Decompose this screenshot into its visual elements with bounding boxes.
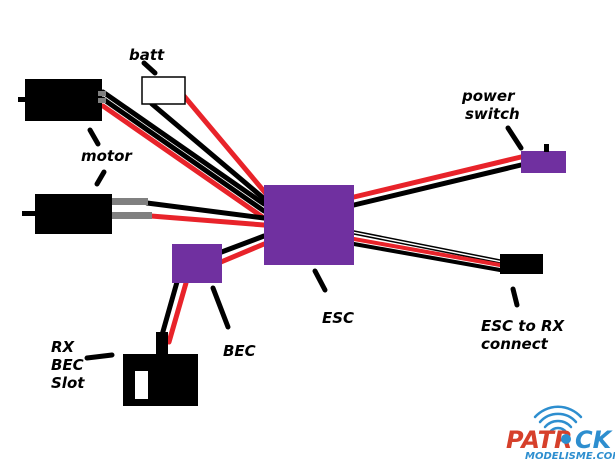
motor2-red-wire — [148, 213, 267, 228]
rx-connect-leader — [510, 286, 520, 308]
bec-block — [172, 244, 222, 283]
esc-rx-label-line2: connect — [481, 335, 549, 353]
motor-top-body — [25, 79, 102, 121]
motor1-black-wire — [100, 89, 267, 207]
esc-leader — [312, 268, 328, 293]
bec-label: BEC — [223, 342, 256, 360]
motor-bottom-lead-gray-2 — [112, 212, 152, 219]
batt-black-wire — [149, 101, 271, 205]
esc-block — [264, 185, 354, 265]
rx-connector-pin — [156, 332, 168, 354]
power-switch-label-line1: power — [461, 87, 516, 105]
motor-bottom-shaft — [22, 211, 36, 216]
rxlead-red-wire — [352, 237, 502, 267]
batt-leader — [141, 60, 158, 76]
motor-bottom-lead-gray — [112, 198, 148, 205]
rxlead-white-wire — [353, 230, 501, 261]
switch-red-wire — [351, 154, 524, 200]
rx-label-line2: BEC — [51, 356, 84, 374]
switch-leader — [505, 125, 524, 151]
components — [18, 76, 566, 406]
batt-red-wire — [181, 93, 271, 199]
bec-leader — [210, 285, 231, 330]
rx-receiver-body — [123, 354, 198, 406]
power-switch-knob — [544, 144, 549, 152]
esc-rx-label-line1: ESC to RX — [481, 317, 566, 335]
rx-bec-slot — [135, 371, 148, 399]
bec-black-wire — [216, 233, 267, 256]
signal-waves-icon — [533, 405, 583, 434]
watermark-site: MODELISME.COM — [525, 451, 615, 461]
rxlead-white-wire-2 — [353, 233, 501, 264]
motor2-black-wire — [144, 200, 267, 221]
rx-label-line1: RX — [51, 338, 76, 356]
batt-label: batt — [129, 46, 165, 64]
rxlead-black-wire — [352, 242, 502, 272]
motor-bottom-body — [35, 194, 112, 234]
rx-connector-plug — [500, 254, 543, 274]
watermark-o-mark — [561, 434, 571, 444]
battery-block — [141, 76, 186, 105]
esc-label: ESC — [322, 309, 354, 327]
motor-leader-top — [87, 127, 101, 147]
rx-label-line3: Slot — [51, 374, 85, 392]
power-switch-block — [521, 151, 566, 173]
bec-red-wire — [218, 241, 267, 265]
watermark-brand-right: CK — [575, 426, 614, 454]
switch-black-wire — [351, 162, 524, 208]
motor-label: motor — [81, 147, 133, 165]
motor-top-shaft — [18, 97, 27, 102]
motor-leader-bottom — [94, 169, 107, 187]
leader-lines — [84, 60, 524, 361]
labels: batt motor power switch ESC BEC ESC to R… — [51, 46, 566, 392]
motor1-black-wire-2 — [100, 96, 267, 214]
power-switch-label-line2: switch — [465, 105, 520, 123]
motor1-red-wire — [100, 103, 267, 221]
rx-slot-leader — [84, 352, 115, 361]
motor-top-lead-gray-2 — [98, 98, 106, 103]
motor-top-lead-gray — [98, 91, 106, 96]
watermark-logo: PATR CK MODELISME.COM — [506, 405, 615, 461]
rx-red-wire — [166, 280, 189, 345]
wires — [100, 89, 524, 345]
